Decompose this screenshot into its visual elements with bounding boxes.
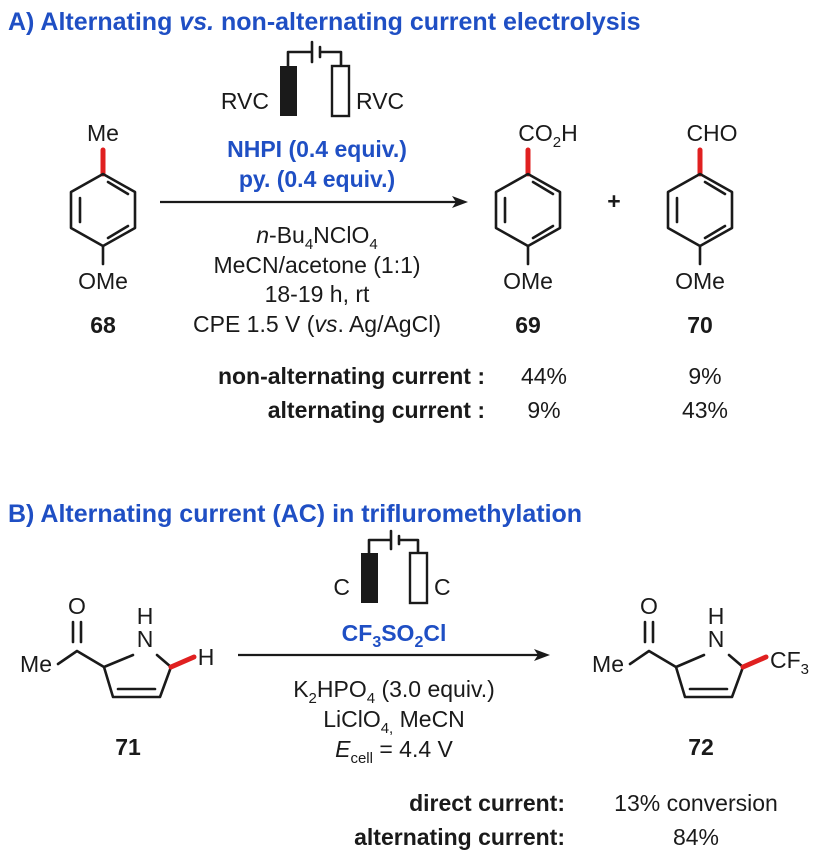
electrode-right-label: RVC <box>356 88 404 114</box>
electrolysis-cell-b: C C <box>333 529 451 605</box>
reagent-pyridine: py. (0.4 equiv.) <box>239 166 395 192</box>
result-label-alternating: alternating current : <box>268 397 485 423</box>
result-70-non-alternating: 9% <box>688 363 721 389</box>
compound-number-72: 72 <box>688 734 714 760</box>
open-electrode-icon <box>330 64 351 118</box>
compound-number-68: 68 <box>90 312 116 338</box>
methoxy-label: OMe <box>78 268 128 294</box>
reaction-arrow-a <box>160 196 468 208</box>
result-label-non-alternating: non-alternating current : <box>218 363 485 389</box>
methoxy-label: OMe <box>675 268 725 294</box>
electrode-left-label: C <box>333 574 350 600</box>
result-label-alternating: alternating current: <box>354 824 565 850</box>
reaction-arrow-b <box>238 649 550 661</box>
condition-electrolyte-solvent: LiClO4, MeCN <box>323 706 465 737</box>
section-b-title: B) Alternating current (AC) in triflurom… <box>8 500 582 528</box>
condition-base: K2HPO4 (3.0 equiv.) <box>293 676 495 707</box>
compound-70: CHO OMe 70 <box>666 120 738 338</box>
compound-number-70: 70 <box>687 312 713 338</box>
compound-68: Me OMe 68 <box>69 120 137 338</box>
section-a-title: A) Alternating vs. non-alternating curre… <box>8 8 641 36</box>
aldehyde-label: CHO <box>686 120 737 146</box>
compound-71: O Me H N H 71 <box>20 593 214 760</box>
nh-hydrogen-label: H <box>708 603 725 629</box>
result-alternating-current: 84% <box>673 824 719 850</box>
nitrogen-label: N <box>137 626 154 652</box>
result-69-non-alternating: 44% <box>521 363 567 389</box>
result-direct-current: 13% conversion <box>614 790 778 816</box>
electrolysis-cell-a: RVC RVC <box>221 40 404 118</box>
carboxyl-label: CO2H <box>518 120 577 151</box>
methyl-label: Me <box>592 651 624 677</box>
reactive-hydrogen-label: H <box>198 644 215 670</box>
compound-72: O Me H N CF3 72 <box>592 593 809 760</box>
nitrogen-label: N <box>708 626 725 652</box>
condition-electrolyte: n-Bu4NClO4 <box>256 222 378 253</box>
result-69-alternating: 9% <box>527 397 560 423</box>
nh-hydrogen-label: H <box>137 603 154 629</box>
reagent-nhpi: NHPI (0.4 equiv.) <box>227 136 407 162</box>
methyl-label: Me <box>20 651 52 677</box>
open-electrode-icon <box>408 551 429 605</box>
trifluoromethyl-label: CF3 <box>770 647 809 678</box>
methyl-label: Me <box>87 120 119 146</box>
condition-solvent: MeCN/acetone (1:1) <box>213 252 420 278</box>
electrode-right-label: C <box>434 574 451 600</box>
compound-number-69: 69 <box>515 312 541 338</box>
reagent-cf3so2cl: CF3SO2Cl <box>342 620 447 651</box>
filled-electrode-icon <box>361 553 378 603</box>
compound-number-71: 71 <box>115 734 141 760</box>
condition-cell-voltage: Ecell = 4.4 V <box>335 736 453 767</box>
filled-electrode-icon <box>280 66 297 116</box>
result-label-direct: direct current: <box>409 790 565 816</box>
plus-sign: + <box>607 188 620 214</box>
methoxy-label: OMe <box>503 268 553 294</box>
compound-69: CO2H OMe 69 <box>494 120 578 338</box>
carbonyl-oxygen-label: O <box>68 593 86 619</box>
condition-time-temp: 18-19 h, rt <box>265 281 370 307</box>
carbonyl-oxygen-label: O <box>640 593 658 619</box>
condition-potential: CPE 1.5 V (vs. Ag/AgCl) <box>193 311 441 337</box>
electrode-left-label: RVC <box>221 88 269 114</box>
result-70-alternating: 43% <box>682 397 728 423</box>
